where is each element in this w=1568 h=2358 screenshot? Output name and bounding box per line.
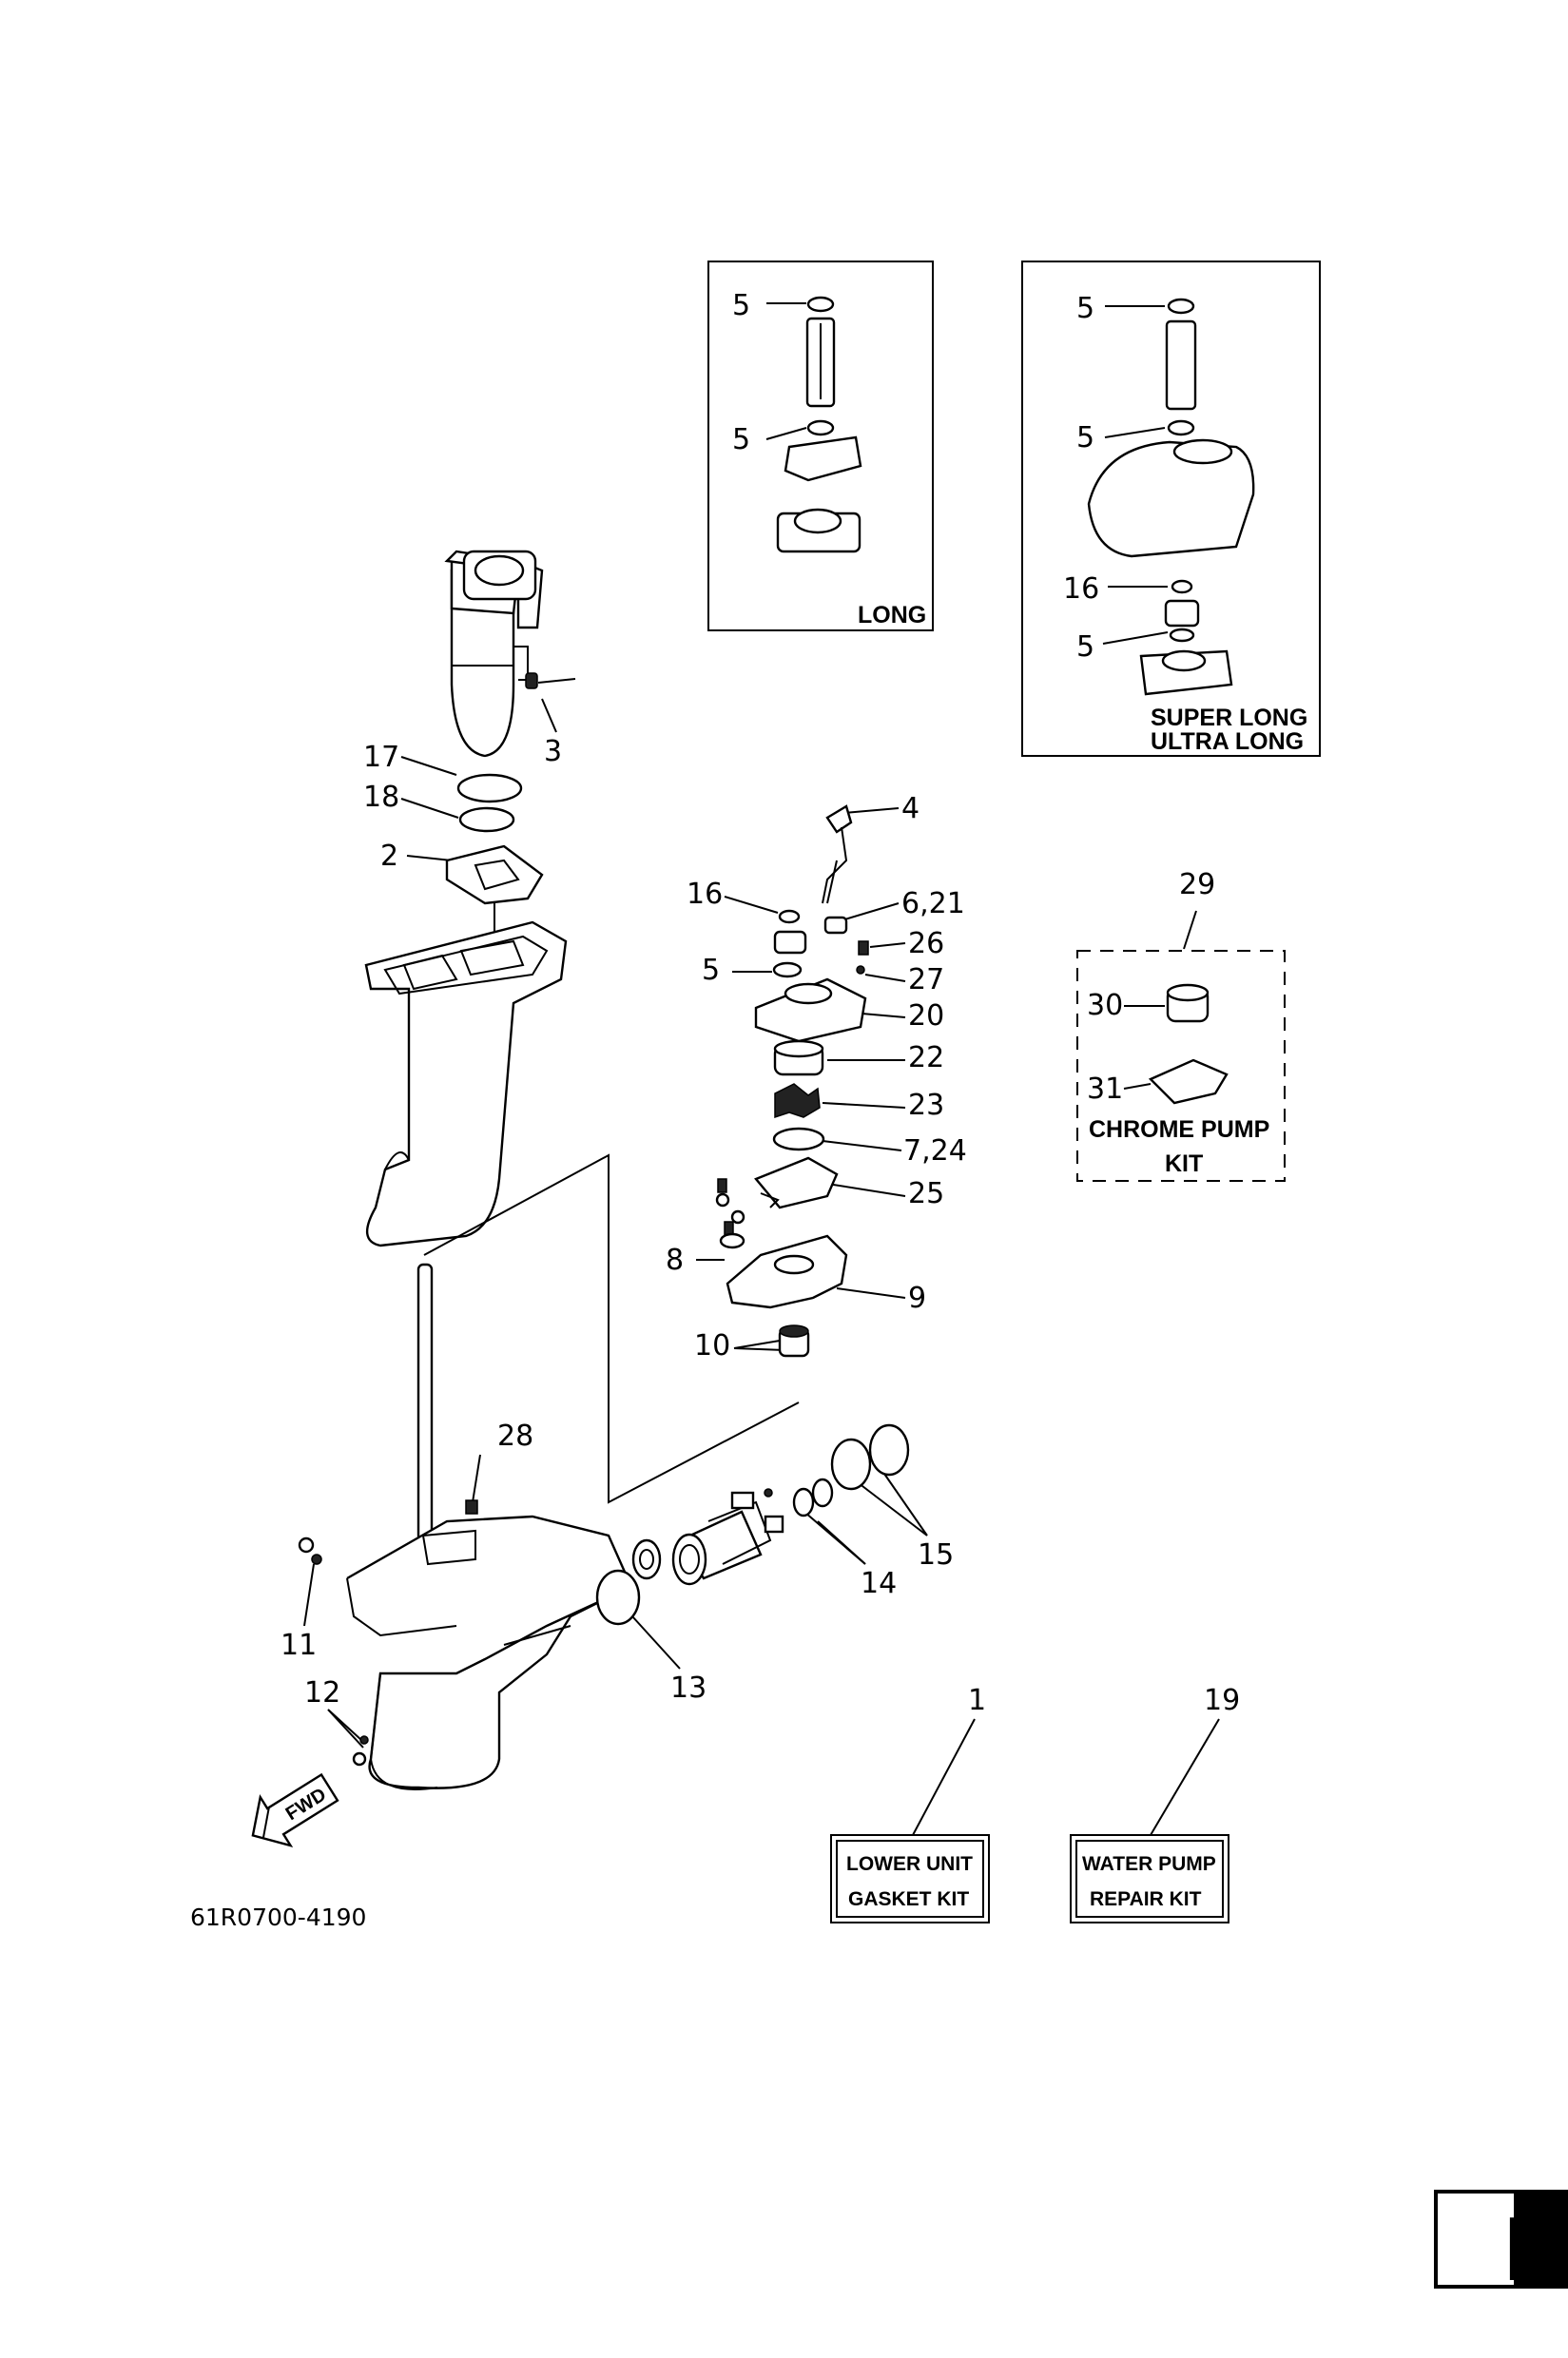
- callout-5: 5: [1076, 421, 1094, 454]
- callout-7-24: 7,24: [903, 1134, 967, 1168]
- lower-casing: [346, 1515, 629, 1790]
- upper-casing: [444, 550, 576, 758]
- callout-20: 20: [908, 999, 944, 1033]
- section-tab: E: [1434, 2190, 1568, 2300]
- inset-super-long: SUPER LONG ULTRA LONG 5 5 16 5: [1021, 261, 1321, 757]
- callout-10: 10: [694, 1329, 730, 1363]
- callout-5: 5: [1076, 292, 1094, 325]
- drive-shaft-tube-long: [805, 317, 836, 408]
- callout-5: 5: [1076, 630, 1094, 664]
- impeller-23: [774, 1083, 821, 1119]
- callout-11: 11: [281, 1629, 317, 1662]
- inset-long-label: LONG: [858, 602, 926, 628]
- gasket-7: [772, 1127, 825, 1151]
- section-letter: E: [1502, 2198, 1563, 2300]
- callout-18: 18: [363, 781, 399, 814]
- bearing-housing: [631, 1491, 784, 1586]
- pump-housing-20: [754, 977, 867, 1043]
- seal-super-long: [1164, 599, 1200, 628]
- callout-6-21: 6,21: [901, 887, 965, 920]
- callout-4: 4: [901, 792, 920, 825]
- inset-long: LONG 5 5: [707, 261, 934, 631]
- drive-shaft-housing: [364, 920, 568, 1247]
- callout-19: 19: [1204, 1684, 1240, 1717]
- chrome-pump-kit: 29 30 31 CHROME PUMP KIT: [1076, 868, 1286, 1182]
- kit-1-line1: LOWER UNIT: [846, 1853, 973, 1875]
- callout-28: 28: [497, 1420, 533, 1453]
- drive-shaft: [416, 1263, 434, 1542]
- callout-5: 5: [732, 289, 750, 322]
- kit-1-line2: GASKET KIT: [848, 1888, 969, 1910]
- o-ring-17: [456, 773, 523, 803]
- fwd-arrow-icon: FWD: [251, 1772, 339, 1847]
- o-ring-18: [458, 806, 515, 833]
- callout-9: 9: [908, 1282, 926, 1315]
- callout-17: 17: [363, 741, 399, 774]
- callout-12: 12: [304, 1676, 340, 1710]
- callout-5: 5: [732, 423, 750, 456]
- grommet-4: [825, 804, 853, 834]
- callout-29: 29: [1179, 868, 1215, 901]
- extension-housing: [1087, 440, 1255, 558]
- callout-26: 26: [908, 927, 944, 960]
- seal-16: [773, 930, 807, 955]
- callout-1: 1: [968, 1684, 986, 1717]
- callout-25: 25: [908, 1177, 944, 1210]
- o-ring-13: [595, 1569, 641, 1626]
- callout-31: 31: [1087, 1073, 1123, 1106]
- callout-5: 5: [702, 954, 720, 987]
- callout-30: 30: [1087, 989, 1123, 1022]
- callout-16: 16: [687, 878, 723, 911]
- callout-16: 16: [1063, 572, 1099, 606]
- leader-line: [423, 1153, 800, 1504]
- drive-shaft-tube-super-long: [1165, 319, 1197, 411]
- bolts-8: [715, 1178, 780, 1249]
- kit-19-line2: REPAIR KIT: [1090, 1888, 1202, 1910]
- callout-15: 15: [918, 1538, 954, 1572]
- bracket-long: [784, 435, 862, 482]
- callout-13: 13: [670, 1672, 707, 1705]
- chrome-pump-label-1: CHROME PUMP: [1089, 1116, 1269, 1143]
- callout-14: 14: [861, 1567, 897, 1600]
- diagram-code: 61R0700-4190: [190, 1904, 366, 1931]
- water-pump-repair-kit: 19 WATER PUMP REPAIR KIT: [1070, 1684, 1240, 1923]
- lower-unit-gasket-kit: 1 LOWER UNIT GASKET KIT: [830, 1684, 990, 1923]
- rubber-6: [823, 916, 848, 935]
- outer-plate-25: [754, 1156, 839, 1209]
- callout-3: 3: [544, 735, 562, 768]
- inset-super-long-label-2: ULTRA LONG: [1151, 728, 1304, 755]
- gasket-2: [445, 844, 544, 905]
- callout-27: 27: [908, 963, 944, 996]
- callout-23: 23: [908, 1089, 944, 1122]
- kit-19-line1: WATER PUMP: [1082, 1853, 1216, 1875]
- inset-super-long-label-1: SUPER LONG: [1151, 705, 1307, 731]
- chrome-plate-31: [1148, 1058, 1229, 1105]
- callout-22: 22: [908, 1041, 944, 1074]
- callout-2: 2: [380, 840, 398, 873]
- chrome-pump-label-2: KIT: [1165, 1150, 1203, 1177]
- callout-8: 8: [666, 1244, 684, 1277]
